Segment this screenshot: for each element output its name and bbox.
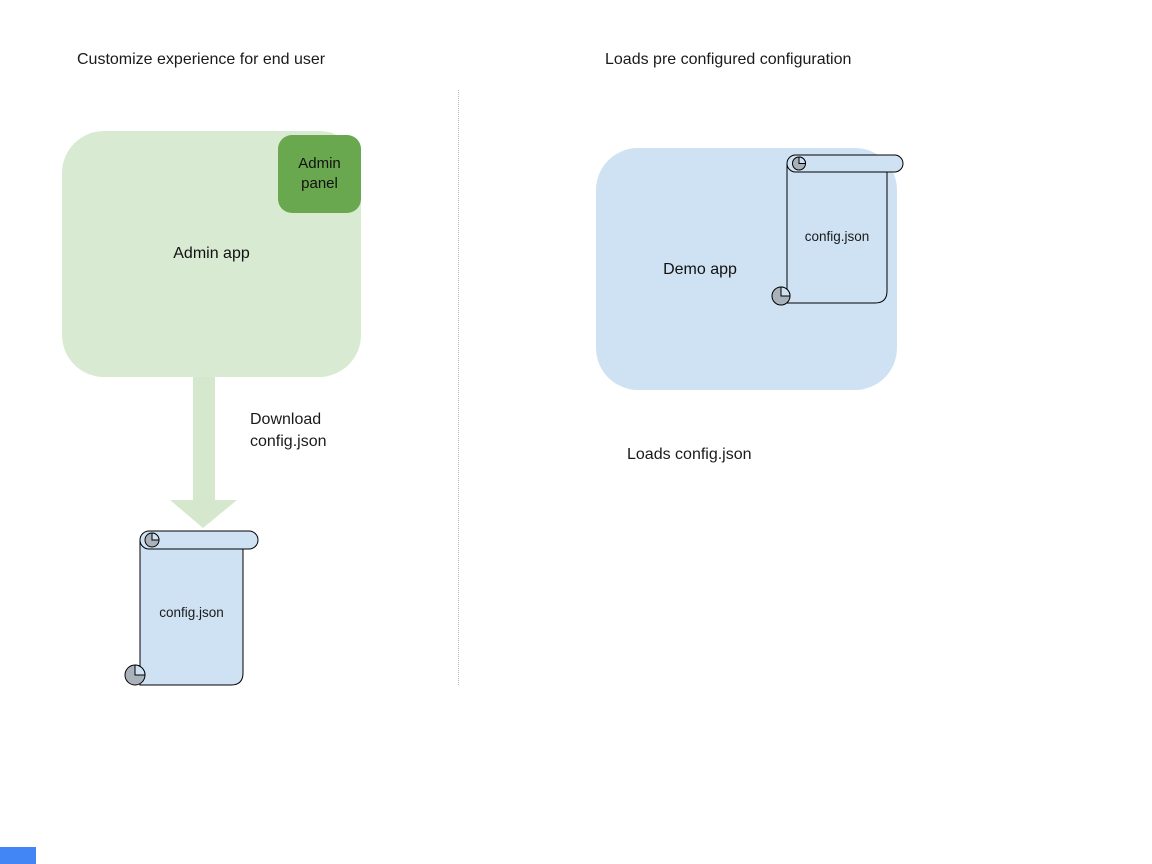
scroll-bottom-curl-notch <box>780 286 791 297</box>
config-json-label-left: config.json <box>159 605 224 620</box>
scroll-top-curl-notch <box>798 156 807 164</box>
admin-panel-shape: Admin panel <box>278 135 361 213</box>
divider-line <box>458 90 459 685</box>
download-arrow <box>170 377 237 528</box>
config-json-scroll-left <box>124 530 259 686</box>
scroll-top-roll <box>139 530 259 550</box>
scroll-bottom-curl-notch <box>134 664 146 676</box>
admin-app-label: Admin app <box>173 245 250 262</box>
scroll-top-curl-notch <box>151 532 160 541</box>
corner-marker <box>0 847 36 864</box>
right-section-title: Loads pre configured configuration <box>605 51 852 68</box>
config-json-scroll-right <box>771 154 904 306</box>
left-section-title: Customize experience for end user <box>77 51 326 68</box>
scroll-top-roll <box>786 154 904 173</box>
download-arrow-body <box>170 377 237 528</box>
loads-config-caption: Loads config.json <box>627 446 752 463</box>
scroll-body <box>139 540 244 686</box>
download-arrow-label: Download config.json <box>250 411 327 450</box>
admin-panel-label: Admin panel <box>298 155 341 192</box>
demo-app-label: Demo app <box>663 261 737 278</box>
config-json-label-right: config.json <box>804 229 870 244</box>
scroll-body <box>786 163 888 304</box>
